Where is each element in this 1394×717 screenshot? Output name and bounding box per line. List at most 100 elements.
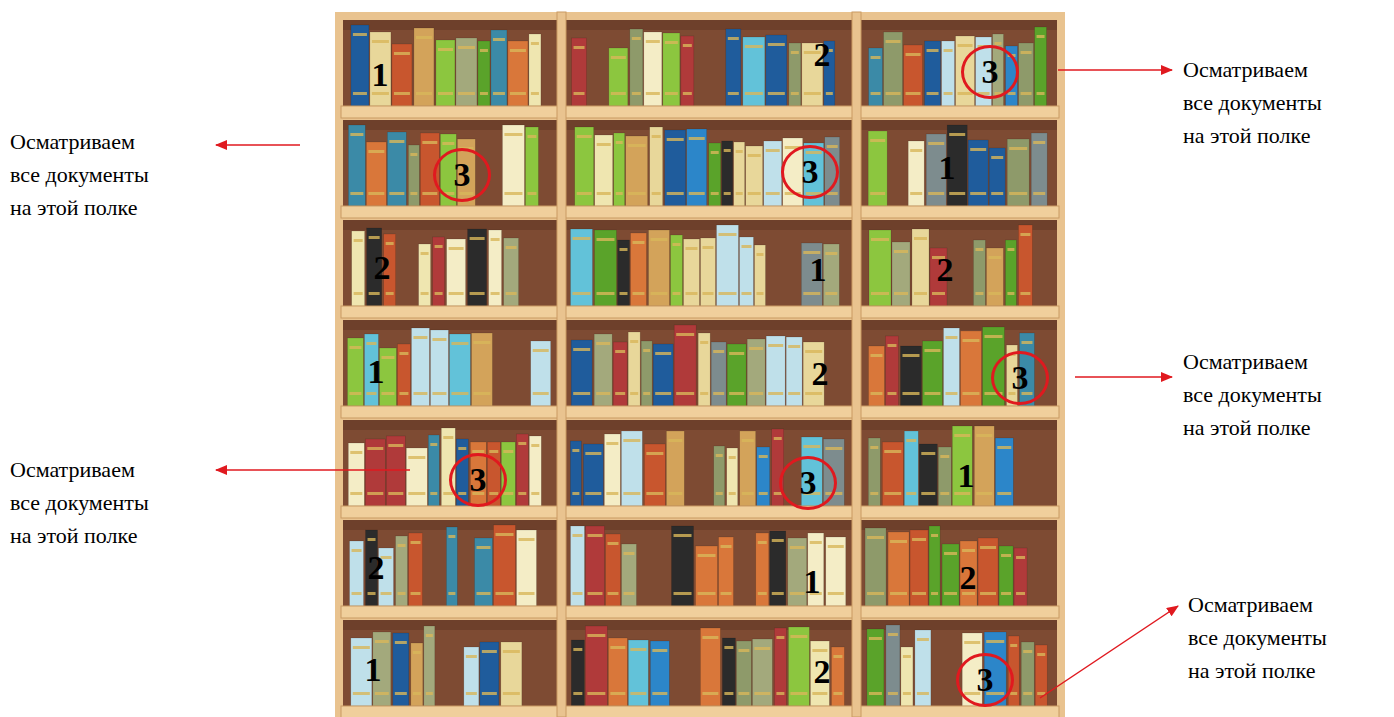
book-band — [587, 534, 602, 537]
book-band — [1016, 592, 1025, 595]
book-band — [912, 592, 926, 595]
book — [480, 642, 499, 706]
book — [719, 537, 734, 606]
book — [956, 36, 975, 106]
book — [960, 541, 977, 606]
book-band — [702, 246, 713, 249]
book-band — [754, 692, 770, 695]
book-band — [350, 492, 362, 495]
book-band — [650, 292, 667, 295]
book-band — [587, 634, 605, 637]
book-band — [616, 192, 623, 195]
book-band — [724, 192, 731, 195]
book-band — [527, 135, 536, 138]
book-band — [1023, 692, 1032, 695]
book-band — [700, 392, 708, 395]
book-band — [917, 638, 929, 641]
book-band — [914, 237, 927, 240]
book-band — [890, 592, 907, 595]
shelf-number: 2 — [814, 37, 831, 73]
book-band — [606, 442, 618, 445]
book-band — [655, 352, 671, 355]
book-band — [944, 592, 957, 595]
book-band — [944, 49, 953, 52]
book — [420, 133, 439, 206]
book — [501, 442, 515, 506]
book — [1021, 642, 1034, 706]
book-band — [577, 192, 592, 195]
book — [709, 143, 721, 206]
book-band — [416, 36, 432, 39]
book — [447, 239, 466, 306]
book — [570, 229, 592, 306]
book — [938, 447, 951, 506]
book — [754, 245, 765, 306]
book-band — [991, 192, 1003, 195]
book-band — [910, 192, 922, 195]
book — [663, 33, 680, 106]
shelf-number: 1 — [810, 252, 827, 288]
shelf-shadow — [861, 520, 1057, 530]
book-band — [665, 41, 678, 44]
book-band — [826, 92, 833, 95]
book-band — [577, 135, 592, 138]
book-band — [1037, 92, 1045, 95]
book — [516, 434, 528, 506]
book-band — [928, 142, 944, 145]
book-band — [470, 292, 485, 295]
book-band — [1008, 92, 1016, 95]
shelf-board — [564, 706, 854, 717]
book — [430, 330, 448, 406]
leader-arrow — [216, 469, 410, 471]
book-band — [683, 44, 692, 47]
book — [456, 439, 468, 506]
book-band — [573, 348, 590, 351]
book — [491, 30, 507, 106]
book — [910, 530, 928, 606]
book-band — [698, 592, 716, 595]
book-band — [438, 48, 453, 51]
book — [672, 526, 694, 606]
book-band — [388, 444, 403, 447]
book-band — [986, 640, 1004, 643]
book-band — [350, 451, 362, 454]
book-band — [1033, 141, 1045, 144]
shelf-board — [564, 106, 854, 118]
book — [722, 141, 733, 206]
shelf-back — [566, 320, 852, 406]
shelf-number: 3 — [470, 462, 487, 498]
book-band — [768, 92, 785, 95]
book-band — [493, 92, 505, 95]
book — [411, 328, 429, 406]
book-band — [825, 492, 842, 495]
book — [650, 641, 669, 706]
book-band — [519, 538, 535, 541]
book-band — [368, 192, 384, 195]
column-divider — [557, 12, 566, 717]
callout-text: Осматриваем все документы на этой полке — [10, 453, 170, 552]
book-band — [683, 92, 692, 95]
book-band — [870, 192, 885, 195]
book-band — [665, 92, 678, 95]
book — [626, 136, 648, 206]
shelf-back — [343, 520, 557, 606]
book — [908, 141, 924, 206]
book-band — [945, 392, 957, 395]
book — [470, 442, 486, 506]
shelf-number: 2 — [937, 252, 954, 288]
book-band — [772, 592, 784, 595]
book-band — [443, 436, 453, 439]
book-band — [754, 647, 770, 650]
book-band — [473, 341, 490, 344]
book-band — [630, 692, 646, 695]
book — [711, 342, 726, 406]
book — [365, 439, 385, 506]
book-band — [871, 92, 881, 95]
shelf-back — [566, 620, 852, 706]
book-band — [367, 492, 383, 495]
book-band — [970, 192, 986, 195]
book-band — [721, 545, 732, 548]
book-band — [1016, 556, 1025, 559]
book — [670, 235, 682, 306]
book-band — [871, 292, 889, 295]
